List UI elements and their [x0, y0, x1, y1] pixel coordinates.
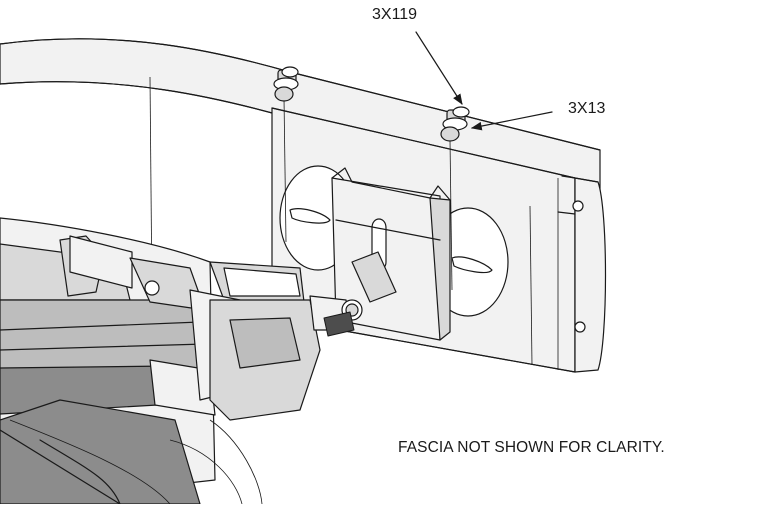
leader-3x13	[470, 111, 553, 131]
fastener-left	[273, 66, 299, 243]
part-callout-3x119: 3X119	[372, 6, 418, 23]
part-callout-3x13: 3X13	[568, 100, 606, 117]
leader-3x119	[415, 31, 463, 105]
clarity-note: FASCIA NOT SHOWN FOR CLARITY.	[398, 439, 665, 456]
fastener-right	[440, 106, 470, 291]
truck-frame	[0, 217, 363, 505]
center-bracket	[331, 167, 451, 341]
